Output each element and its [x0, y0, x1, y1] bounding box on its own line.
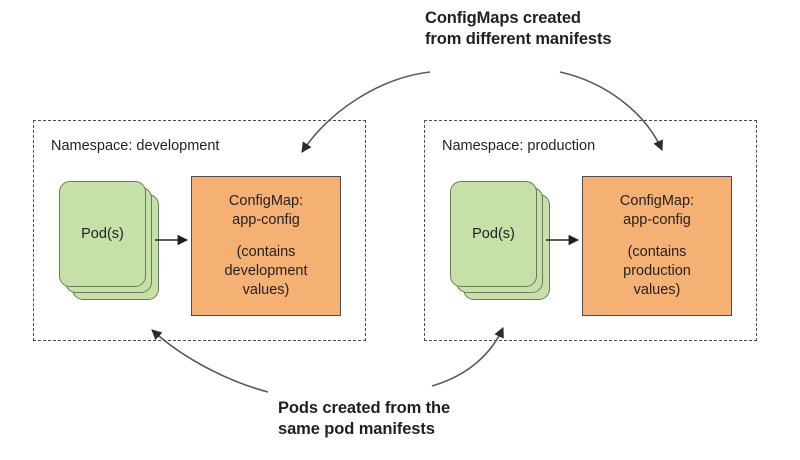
pod-label-production: Pod(s) [472, 226, 515, 242]
configmap-subtitle-production: (contains production values) [623, 244, 691, 298]
pod-stack-development: Pod(s) [59, 181, 159, 301]
pod-label-development: Pod(s) [81, 226, 124, 242]
pods-annotation-text: Pods created from the same pod manifests [278, 399, 451, 438]
namespace-label-development: Namespace: development [51, 138, 220, 154]
pod-card-front [59, 181, 146, 287]
pod-stack-production: Pod(s) [450, 181, 550, 301]
configmap-title-development: ConfigMap: app-config [228, 193, 304, 228]
configmap-title-production: ConfigMap: app-config [619, 193, 695, 228]
configmaps-annotation-text: ConfigMaps created from different manife… [425, 9, 612, 48]
configmap-subtitle-development: (contains development values) [224, 244, 308, 298]
namespace-label-production: Namespace: production [442, 138, 596, 154]
configmap-box-development: ConfigMap: app-config (contains developm… [191, 176, 341, 316]
configmap-box-production: ConfigMap: app-config (contains producti… [582, 176, 732, 316]
pod-card-front [450, 181, 537, 287]
